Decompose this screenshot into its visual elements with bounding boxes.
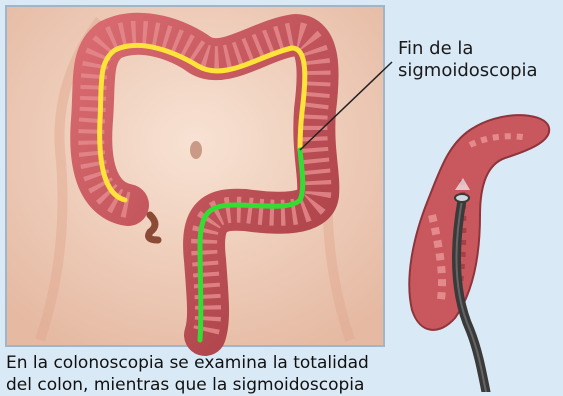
navel [190, 141, 202, 159]
callout-line-1: Fin de la [398, 38, 563, 60]
caption-line-2: del colon, mientras que la sigmoidoscopi… [6, 374, 486, 396]
callout-label: Fin de la sigmoidoscopia [398, 38, 563, 82]
caption-line-1: En la colonoscopia se examina la totalid… [6, 352, 486, 374]
caption-text: En la colonoscopia se examina la totalid… [6, 352, 486, 396]
callout-line-2: sigmoidoscopia [398, 60, 563, 82]
